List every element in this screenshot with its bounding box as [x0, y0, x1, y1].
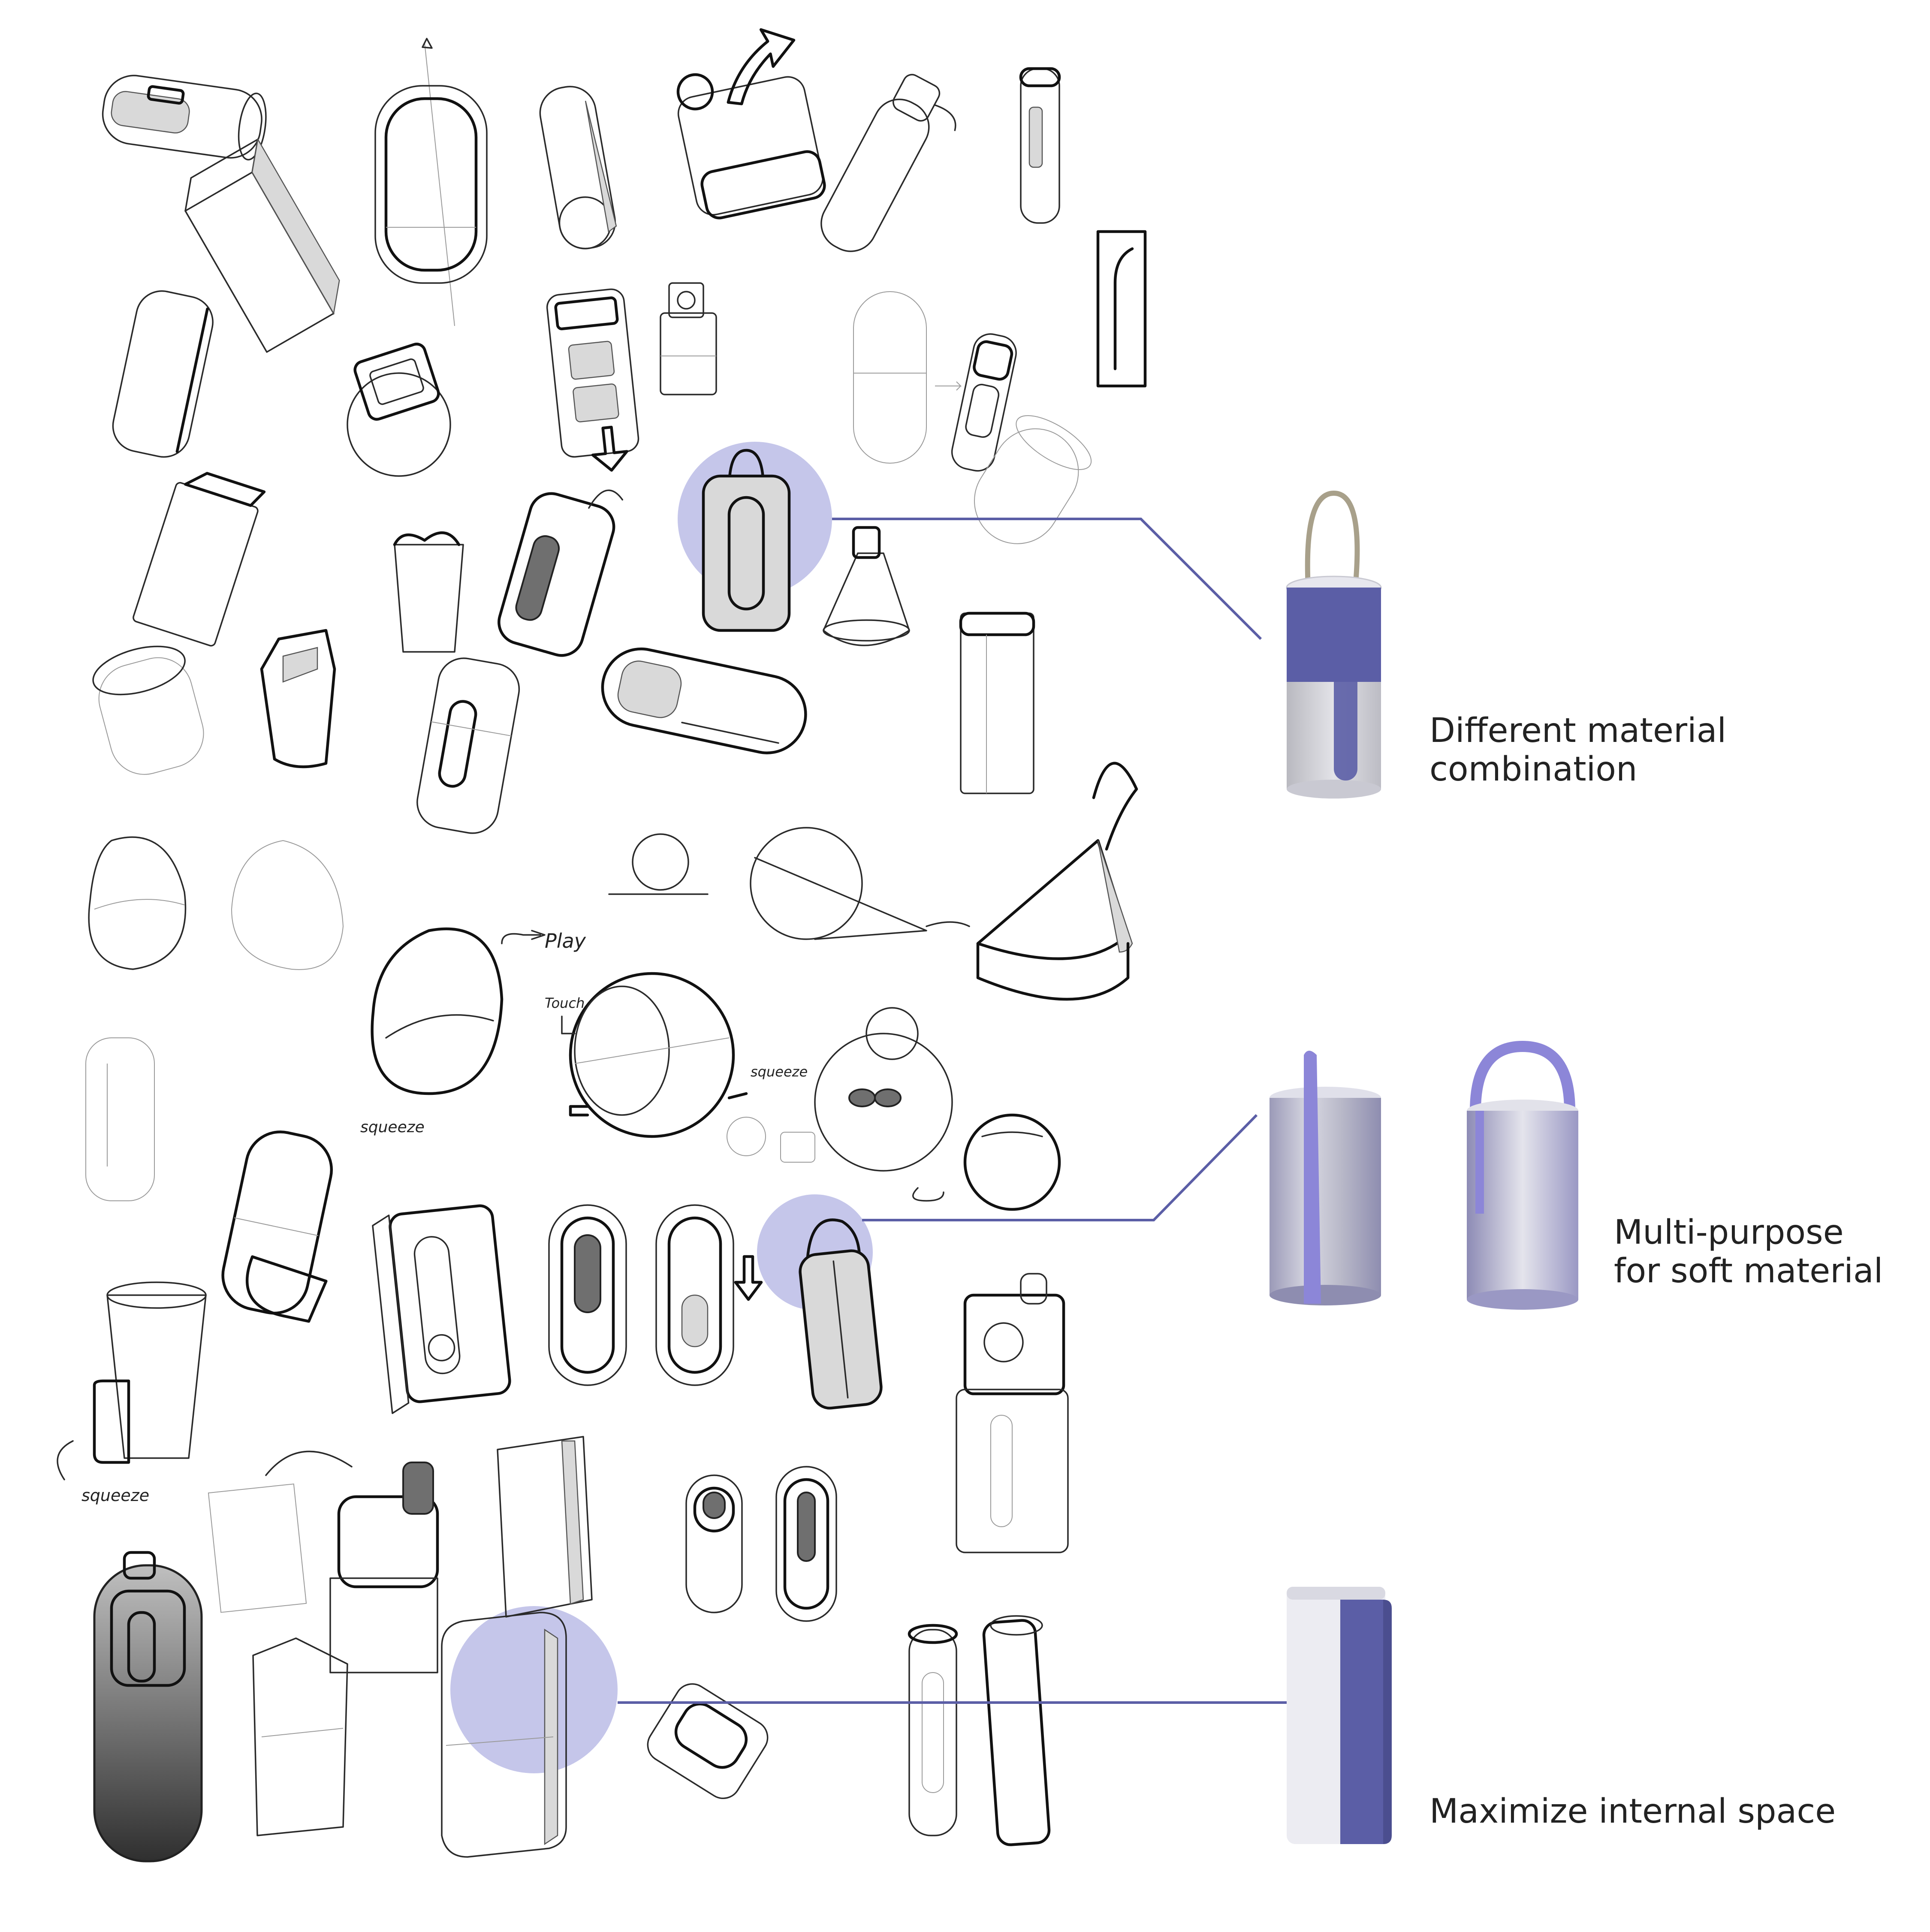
sketch-small-dispenser — [660, 282, 717, 395]
highlight-circle-3 — [450, 1606, 618, 1773]
sketch-tilted-tube-set — [951, 333, 1017, 472]
sketch-drum — [92, 645, 204, 775]
sketch-tall-box — [959, 612, 1035, 794]
sketch-slim-stick — [1019, 67, 1061, 224]
sketch-loop-pouch — [702, 449, 791, 632]
sketch-tilted-slab — [647, 1683, 769, 1799]
sketch-sphere-cut — [814, 1007, 1061, 1211]
render-rope-cylinder — [1286, 490, 1382, 799]
connector-line-2 — [862, 1114, 1258, 1221]
sketch-cone-lying — [750, 827, 970, 940]
sketch-row-1 — [102, 28, 1147, 388]
annotation-squeeze-a: squeeze — [360, 1118, 425, 1136]
callout-connectors — [618, 518, 1330, 1704]
sketch-egg-2 — [231, 840, 344, 970]
sketch-open-cylinder — [974, 415, 1092, 544]
render-metal-cylinders — [1270, 1040, 1578, 1310]
caption-multi-purpose: Multi-purpose for soft material — [1614, 1213, 1883, 1290]
sketch-capsule-horizontal — [102, 75, 267, 161]
sketch-oval-pair-1 — [548, 1204, 763, 1386]
rope-loop — [1305, 490, 1360, 588]
sketch-box-tilted — [133, 472, 266, 647]
sketch-cube-bottle — [441, 1612, 567, 1858]
sketch-row-3 — [92, 449, 1035, 834]
sketch-horizontal-tube — [601, 647, 807, 754]
sketch-bottle-ball — [539, 86, 617, 250]
sketch-small-cup — [393, 531, 464, 653]
annotation-touch: Touch — [545, 995, 585, 1011]
sketch-tri-bottle — [546, 288, 639, 472]
sketch-egg-1 — [88, 836, 187, 970]
connector-line-1 — [832, 518, 1262, 640]
sketch-row-5: Play squeeze Touch squeeze — [85, 927, 1061, 1211]
sketch-pill-capsule — [853, 291, 962, 464]
caption-maximize-space: Maximize internal space — [1429, 1792, 1836, 1831]
annotation-play: Play — [545, 929, 586, 952]
metal-cylinder-handle — [1467, 1040, 1578, 1310]
sketch-sleeve-box — [372, 1204, 511, 1414]
annotation-squeeze-b: squeeze — [751, 1064, 808, 1080]
sketch-tall-cylinder — [374, 38, 488, 326]
sketch-sphere-cap — [347, 343, 451, 477]
sketch-loop-sleeve — [799, 1218, 883, 1410]
sketch-box-arrow — [676, 28, 826, 220]
sketch-oval-pair-2 — [685, 1466, 837, 1622]
sketch-row-8 — [93, 1551, 1051, 1863]
sketch-faceted-bottle — [260, 629, 336, 769]
sketch-clip-cup: squeeze — [57, 1281, 207, 1505]
sketch-small-sphere — [608, 833, 709, 895]
sketch-tube-pair — [908, 1615, 1051, 1846]
sketch-prism-short — [252, 1637, 348, 1836]
sketch-sphere-touch: Touch squeeze — [545, 972, 815, 1163]
caption-2-line-2: for soft material — [1614, 1252, 1883, 1290]
sketch-row-6: squeeze — [57, 1130, 1069, 1553]
sketch-l-bottle — [221, 1130, 333, 1323]
sketch-hex-prism — [184, 138, 340, 353]
sketch-loop-box — [498, 489, 624, 657]
sketch-glass-tube — [85, 1037, 155, 1201]
sketch-arrow-boxes — [208, 1450, 439, 1673]
sketch-bottle-nozzle — [820, 74, 956, 252]
caption-1-line-2: combination — [1429, 750, 1637, 789]
sketch-bracket — [1096, 230, 1147, 388]
sketch-row-2 — [112, 138, 1092, 544]
sketch-cone-loop — [976, 762, 1138, 1001]
caption-different-material: Different material combination — [1429, 711, 1726, 789]
annotation-squeeze-c: squeeze — [81, 1486, 149, 1505]
sketch-bell-jar — [823, 526, 910, 646]
sketch-window-cylinder — [416, 657, 520, 834]
sketch-rounded-prism — [112, 290, 214, 458]
sketch-row-7 — [208, 1436, 837, 1673]
sketch-prism-tall — [497, 1436, 593, 1618]
caption-1-line-1: Different material — [1429, 711, 1726, 750]
sketch-dark-capsule — [93, 1551, 203, 1863]
sketch-stacked-box — [956, 1273, 1069, 1553]
caption-3-line-1: Maximize internal space — [1429, 1792, 1836, 1831]
caption-2-line-1: Multi-purpose — [1614, 1213, 1844, 1252]
sketch-row-4 — [88, 762, 1138, 1001]
render-two-tone-box — [1287, 1587, 1392, 1844]
metal-cylinder-strap — [1270, 1051, 1381, 1305]
sketch-egg-play: Play squeeze — [360, 927, 586, 1136]
